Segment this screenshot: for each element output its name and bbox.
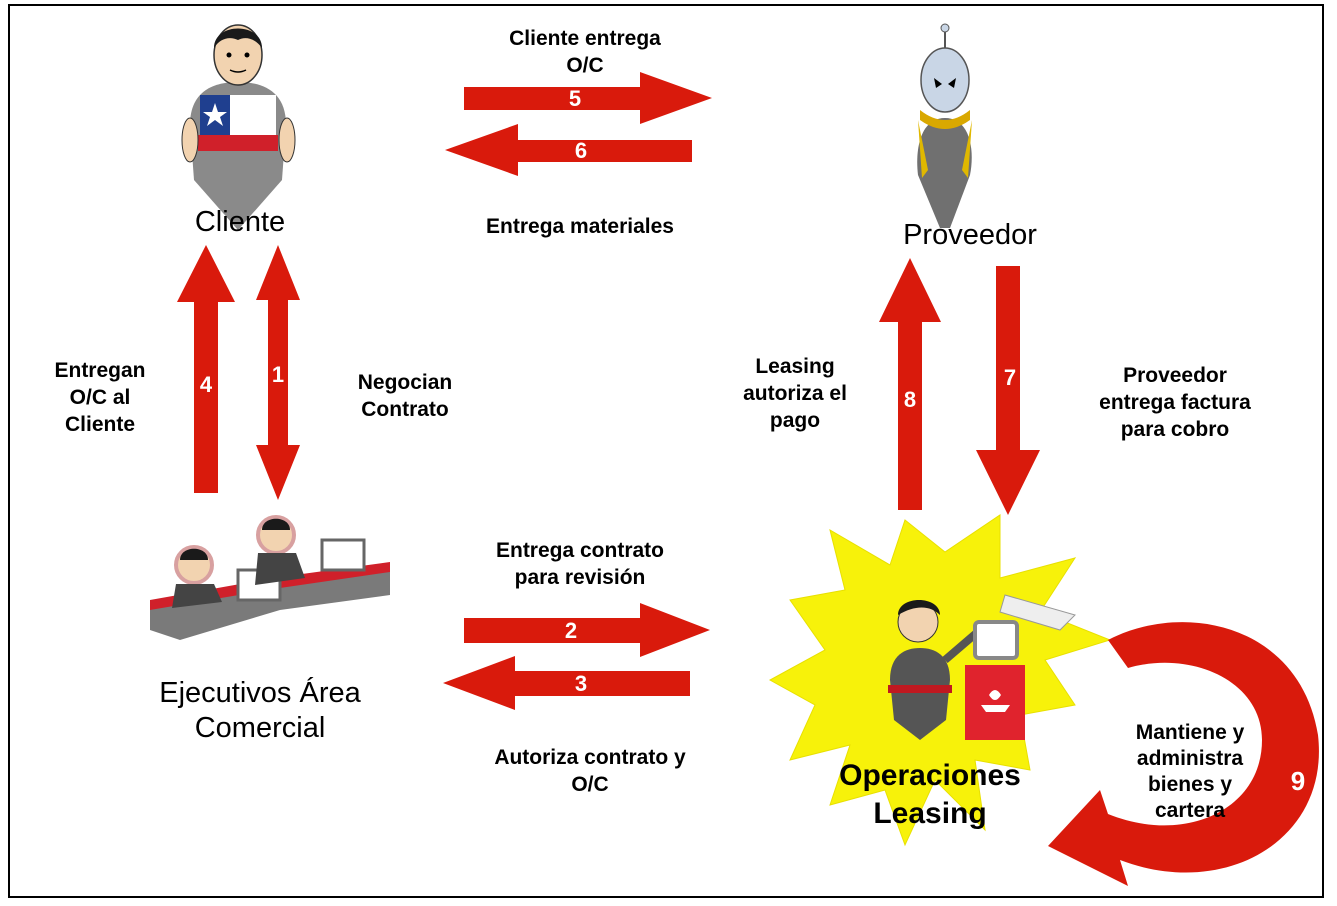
step-4-label-line-1: Entregan <box>54 359 146 382</box>
cliente-person-icon <box>181 24 296 230</box>
step-7-label-line-2: entrega factura <box>1099 391 1251 414</box>
arrow-step-4 <box>177 245 235 493</box>
arrow-step-7 <box>976 266 1040 515</box>
ejecutivos-desk-icon <box>150 515 390 640</box>
step-4-label-line-2: O/C al <box>69 386 131 409</box>
arrow-step-2 <box>464 603 710 657</box>
node-ejecutivos-line-1: Ejecutivos Área <box>159 677 361 709</box>
arrow-step-6 <box>445 124 692 176</box>
step-3-label-line-2: O/C <box>571 773 609 796</box>
step-7-number: 7 <box>1003 365 1017 390</box>
step-5-number: 5 <box>568 86 582 111</box>
step-4-label-line-3: Cliente <box>64 413 135 436</box>
step-4-label: Entregan O/C al Cliente <box>30 357 170 438</box>
step-6-label-line-1: Entrega materiales <box>486 215 674 238</box>
step-1-label-line-1: Negocian <box>357 371 453 394</box>
step-8-label-line-1: Leasing <box>755 355 835 378</box>
step-8-label-line-2: autoriza el <box>743 382 847 405</box>
step-7-label-line-1: Proveedor <box>1123 364 1227 387</box>
proveedor-alien-icon <box>917 23 972 228</box>
arrow-step-5 <box>464 72 712 124</box>
step-9-label-line-3: bienes y <box>1147 773 1233 796</box>
operaciones-cashier-icon <box>888 594 1076 740</box>
arrow-step-9 <box>1048 622 1319 886</box>
step-3-label-line-1: Autoriza contrato y <box>494 746 686 769</box>
step-9-label-line-1: Mantiene y <box>1135 721 1245 744</box>
step-5-label: Cliente entrega O/C <box>465 25 705 79</box>
step-8-number: 8 <box>903 387 917 412</box>
step-1-number: 1 <box>271 362 285 387</box>
step-7-label-line-3: para cobro <box>1120 418 1230 441</box>
step-9-label: Mantiene y administra bienes y cartera <box>1110 720 1270 824</box>
step-2-label-line-1: Entrega contrato <box>495 539 665 562</box>
step-2-number: 2 <box>564 618 578 643</box>
step-9-number: 9 <box>1290 766 1306 796</box>
step-8-label: Leasing autoriza el pago <box>720 353 870 434</box>
step-6-label: Entrega materiales <box>440 213 720 240</box>
step-1-label-line-2: Contrato <box>361 398 449 421</box>
node-operaciones-label: Operaciones Leasing <box>830 757 1030 833</box>
step-7-label: Proveedor entrega factura para cobro <box>1055 362 1295 443</box>
step-3-label: Autoriza contrato y O/C <box>440 744 740 798</box>
node-cliente-label: Cliente <box>194 206 286 238</box>
arrow-step-1 <box>256 245 300 500</box>
diagram-frame <box>8 4 1324 898</box>
node-operaciones-line-1: Operaciones <box>839 759 1021 792</box>
node-operaciones-line-2: Leasing <box>873 797 987 830</box>
step-1-label: Negocian Contrato <box>325 369 485 423</box>
step-2-label: Entrega contrato para revisión <box>440 537 720 591</box>
node-ejecutivos-line-2: Comercial <box>194 712 326 744</box>
arrow-step-3 <box>443 656 690 710</box>
step-9-label-line-4: cartera <box>1154 799 1226 822</box>
step-4-number: 4 <box>199 372 213 397</box>
step-3-number: 3 <box>574 671 588 696</box>
node-ejecutivos-label: Ejecutivos Área Comercial <box>120 676 400 746</box>
step-8-label-line-3: pago <box>769 409 821 432</box>
step-9-label-line-2: administra <box>1136 747 1244 770</box>
step-6-number: 6 <box>574 138 588 163</box>
node-proveedor-label: Proveedor <box>903 219 1037 251</box>
step-5-label-line-2: O/C <box>566 54 604 77</box>
step-5-label-line-1: Cliente entrega <box>509 27 661 50</box>
step-2-label-line-2: para revisión <box>514 566 646 589</box>
arrow-step-8 <box>879 258 941 510</box>
